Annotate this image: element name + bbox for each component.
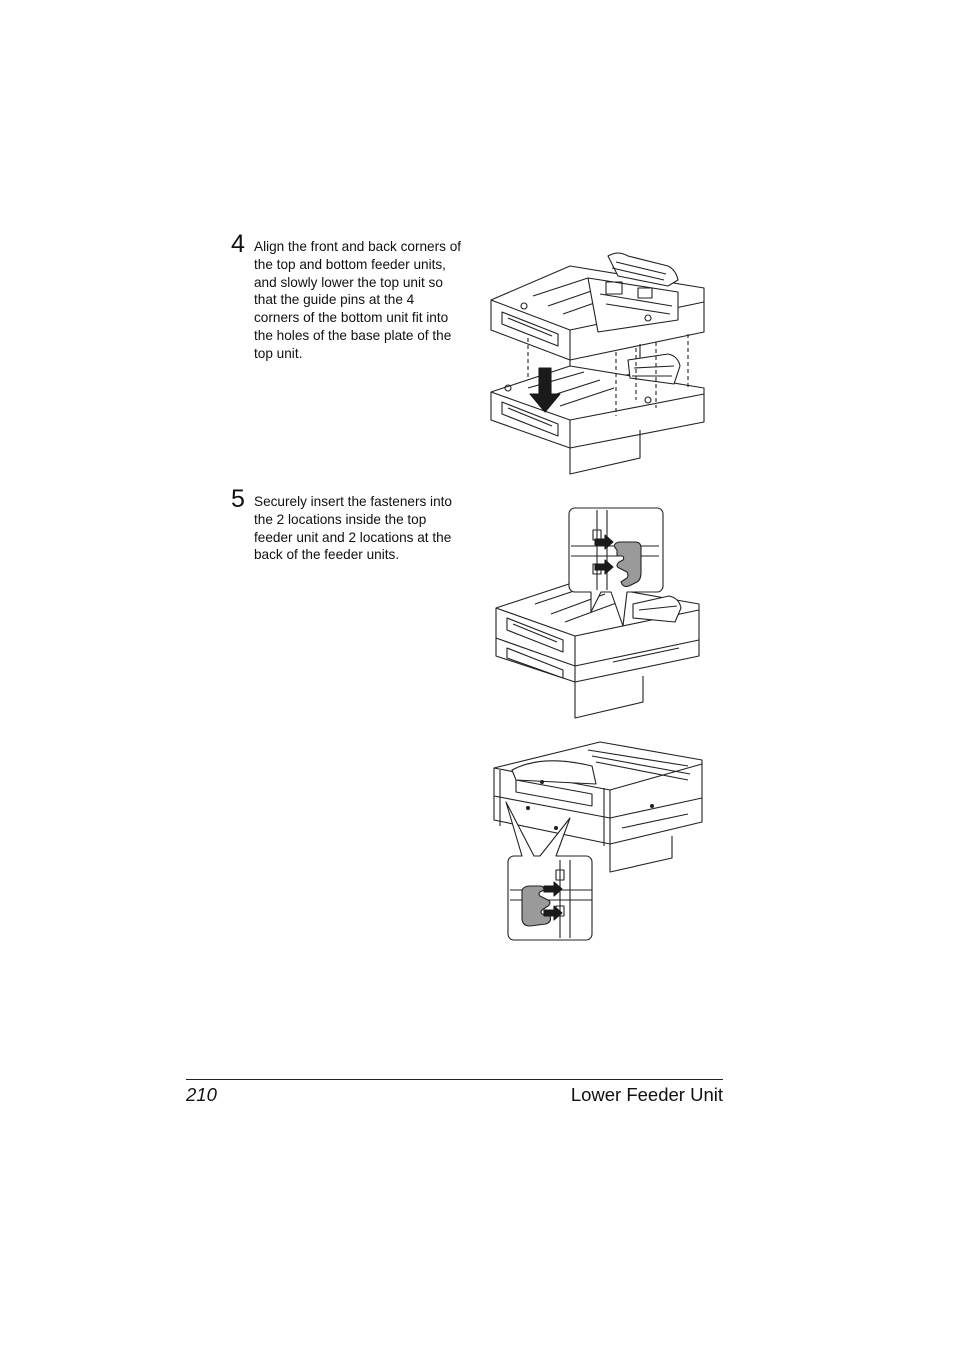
feeder-stacking-illustration bbox=[488, 248, 708, 476]
right-arrow-icon bbox=[544, 906, 562, 920]
bottom-feeder-unit bbox=[491, 354, 704, 474]
back-fastener-illustration bbox=[492, 740, 704, 944]
top-feeder-unit bbox=[491, 253, 704, 388]
section-title: Lower Feeder Unit bbox=[570, 1084, 723, 1105]
fastener-icon bbox=[522, 886, 551, 926]
alignment-guides bbox=[528, 334, 688, 416]
inner-fastener-illustration bbox=[493, 506, 705, 722]
rear-feeder-units bbox=[494, 742, 702, 872]
fastener-icon bbox=[614, 542, 641, 587]
step-5-number: 5 bbox=[231, 485, 245, 513]
step-4-number: 4 bbox=[231, 230, 245, 258]
page-number: 210 bbox=[186, 1084, 217, 1105]
right-arrow-icon bbox=[595, 535, 613, 549]
step-5-text: Securely insert the fasteners into the 2… bbox=[254, 494, 452, 563]
right-arrow-icon bbox=[595, 560, 613, 574]
step-4-text: Align the front and back corners of the … bbox=[254, 239, 462, 361]
down-arrow-icon bbox=[530, 368, 560, 412]
right-arrow-icon bbox=[544, 882, 562, 896]
stacked-feeder-units bbox=[496, 582, 699, 718]
footer-divider bbox=[186, 1079, 723, 1080]
